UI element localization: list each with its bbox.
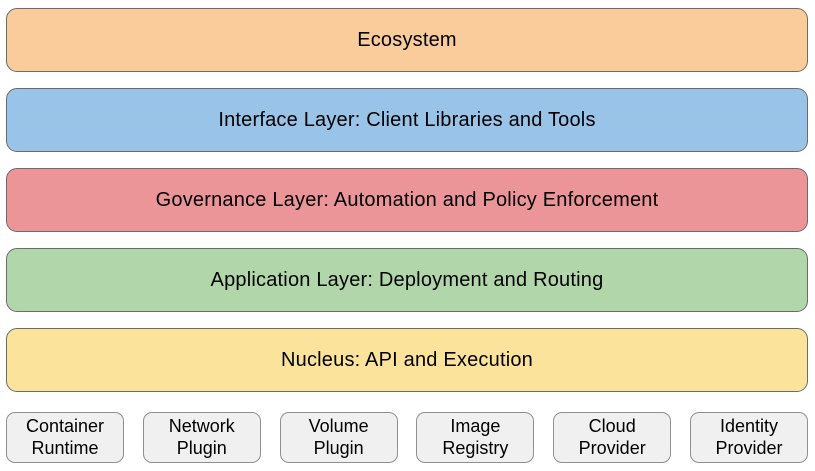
- layer-application: Application Layer: Deployment and Routin…: [6, 248, 808, 312]
- plugin-cloud-provider-label: Cloud Provider: [578, 416, 646, 458]
- layer-ecosystem-label: Ecosystem: [357, 28, 457, 51]
- layer-interface-label: Interface Layer: Client Libraries and To…: [218, 108, 596, 131]
- plugin-container-runtime: Container Runtime: [6, 412, 124, 463]
- plugin-cloud-provider: Cloud Provider: [553, 412, 672, 463]
- layer-nucleus-label: Nucleus: API and Execution: [280, 348, 534, 371]
- layer-nucleus: Nucleus: API and Execution: [6, 328, 808, 392]
- layer-governance: Governance Layer: Automation and Policy …: [6, 168, 808, 232]
- layer-application-label: Application Layer: Deployment and Routin…: [210, 268, 604, 291]
- layer-interface: Interface Layer: Client Libraries and To…: [6, 88, 808, 152]
- plugin-network-plugin: Network Plugin: [142, 412, 261, 463]
- plugin-volume-plugin-label: Volume Plugin: [308, 416, 369, 458]
- layer-ecosystem: Ecosystem: [6, 8, 808, 72]
- plugin-identity-provider: Identity Provider: [689, 412, 808, 463]
- layer-governance-label: Governance Layer: Automation and Policy …: [155, 188, 659, 211]
- plugin-network-plugin-label: Network Plugin: [168, 416, 235, 458]
- plugin-image-registry-label: Image Registry: [442, 416, 509, 458]
- plugin-image-registry: Image Registry: [416, 412, 535, 463]
- plugin-container-runtime-label: Container Runtime: [25, 416, 105, 458]
- plugin-identity-provider-label: Identity Provider: [715, 416, 783, 458]
- plugin-volume-plugin: Volume Plugin: [279, 412, 398, 463]
- plugins-row: Container Runtime Network Plugin Volume …: [6, 412, 808, 463]
